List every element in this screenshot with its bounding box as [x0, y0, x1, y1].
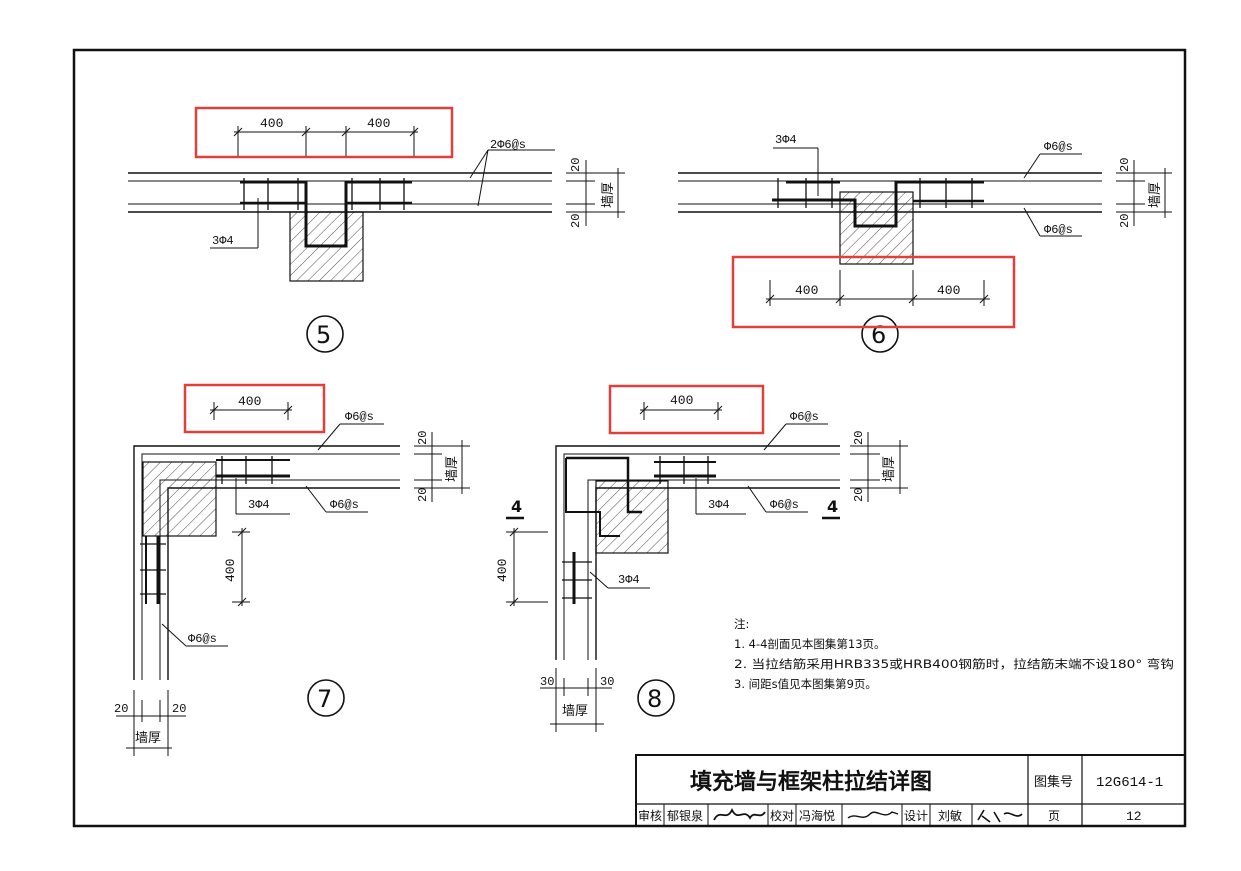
thick-bottom: 20: [569, 214, 583, 228]
wall-thickness-bottom: 墙厚: [562, 704, 588, 719]
sheet-border: [72, 48, 1187, 828]
detail-number-8: 8: [647, 685, 662, 713]
dim-400-vertical: 400: [495, 559, 510, 582]
concrete-column: [142, 461, 217, 537]
note-item: 3. 间距s值见本图集第9页。: [734, 677, 877, 691]
dim-400-vertical: 400: [223, 559, 238, 582]
rebar-label-wall: 2Φ6@s: [490, 138, 526, 152]
rebar-label-short: 3Φ4: [212, 234, 234, 248]
detail-number-6: 6: [871, 321, 886, 349]
dim-bottom-left: 20: [114, 702, 128, 716]
atlas-number: 12G614-1: [1096, 775, 1163, 791]
page-number: 12: [1126, 809, 1142, 824]
rebar-label-mid: Φ6@s: [770, 498, 799, 512]
detail-8: 400 400 4 4 Φ6@s Φ6@s 3Φ4 3Φ4 20: [495, 384, 908, 732]
detail-5: 2Φ6@s 3Φ4 400 400 20 20 墙厚 5: [128, 106, 625, 353]
dim-400-right: 400: [937, 283, 960, 298]
dim-400-top: 400: [238, 394, 261, 409]
dim-bottom-right: 20: [172, 702, 186, 716]
thick-bottom: 20: [852, 488, 866, 502]
note-item: 2. 当拉结筋采用HRB335或HRB400钢筋时，拉结筋末端不设180° 弯钩: [734, 657, 1174, 671]
thick-top: 20: [416, 431, 430, 445]
thick-top: 20: [1118, 158, 1132, 172]
atlas-label: 图集号: [1034, 774, 1073, 790]
rebar-label-left: Φ6@s: [188, 632, 217, 646]
highlight-box: [608, 384, 765, 435]
wall-thickness: 墙厚: [601, 182, 616, 208]
dim-400-left: 400: [795, 283, 818, 298]
rebar-label-top: Φ6@s: [790, 410, 819, 424]
concrete-column: [595, 480, 669, 554]
reviewer-name: 郁银泉: [667, 808, 703, 823]
thick-bottom: 20: [1118, 214, 1132, 228]
dim-400-right: 400: [367, 116, 390, 131]
thick-top: 20: [852, 431, 866, 445]
review-label: 审核: [638, 808, 662, 823]
wall-thickness: 墙厚: [1148, 182, 1163, 208]
detail-7: 400 400 Φ6@s Φ6@s 3Φ4 Φ6@s 20 20 墙厚: [114, 383, 470, 756]
section-marker-right: 4: [827, 497, 838, 516]
highlight-box: [183, 383, 326, 434]
rebar-label-bottom: Φ6@s: [1044, 223, 1073, 237]
wall-thickness: 墙厚: [882, 456, 897, 482]
check-label: 校对: [770, 808, 794, 823]
thick-bottom: 20: [416, 488, 430, 502]
highlight-box: [731, 255, 1016, 329]
title-block: 填充墙与框架柱拉结详图 图集号 12G614-1 审核 郁银泉 校对 冯海悦 设…: [635, 754, 1186, 827]
drawing-title: 填充墙与框架柱拉结详图: [690, 769, 932, 795]
page-label: 页: [1048, 809, 1060, 823]
dim-bottom-left: 30: [540, 675, 554, 689]
rebar-label-short: 3Φ4: [248, 498, 270, 512]
design-label: 设计: [904, 809, 928, 823]
dim-400-left: 400: [260, 116, 283, 131]
rebar-label-top: Φ6@s: [1044, 140, 1073, 154]
designer-signature: [977, 809, 1023, 823]
notes: 注: 1. 4-4剖面见本图集第13页。 2. 当拉结筋采用HRB335或HRB…: [734, 617, 1174, 691]
detail-number-5: 5: [316, 321, 331, 349]
highlight-box: [194, 106, 454, 159]
rebar-label-short-left: 3Φ4: [618, 573, 640, 587]
dim-400-top: 400: [670, 393, 693, 408]
section-marker-left: 4: [511, 497, 522, 516]
reviewer-signature: [713, 807, 766, 821]
wall-thickness: 墙厚: [445, 456, 460, 482]
dim-bottom-right: 30: [600, 675, 614, 689]
detail-number-7: 7: [317, 685, 332, 713]
notes-heading: 注:: [734, 617, 749, 631]
rebar-label-short: 3Φ4: [775, 133, 797, 147]
rebar-label-short-top: 3Φ4: [708, 498, 730, 512]
wall-thickness-bottom: 墙厚: [135, 731, 161, 746]
checker-name: 冯海悦: [799, 808, 835, 823]
rebar-label-top: Φ6@s: [345, 410, 374, 424]
note-item: 1. 4-4剖面见本图集第13页。: [734, 637, 886, 651]
designer-name: 刘敏: [938, 808, 962, 823]
detail-6: 3Φ4 Φ6@s Φ6@s 400 400 20 20 墙厚 6: [678, 133, 1172, 353]
checker-signature: [847, 811, 899, 819]
rebar-label-mid: Φ6@s: [330, 498, 359, 512]
concrete-column: [839, 191, 914, 265]
thick-top: 20: [569, 158, 583, 172]
